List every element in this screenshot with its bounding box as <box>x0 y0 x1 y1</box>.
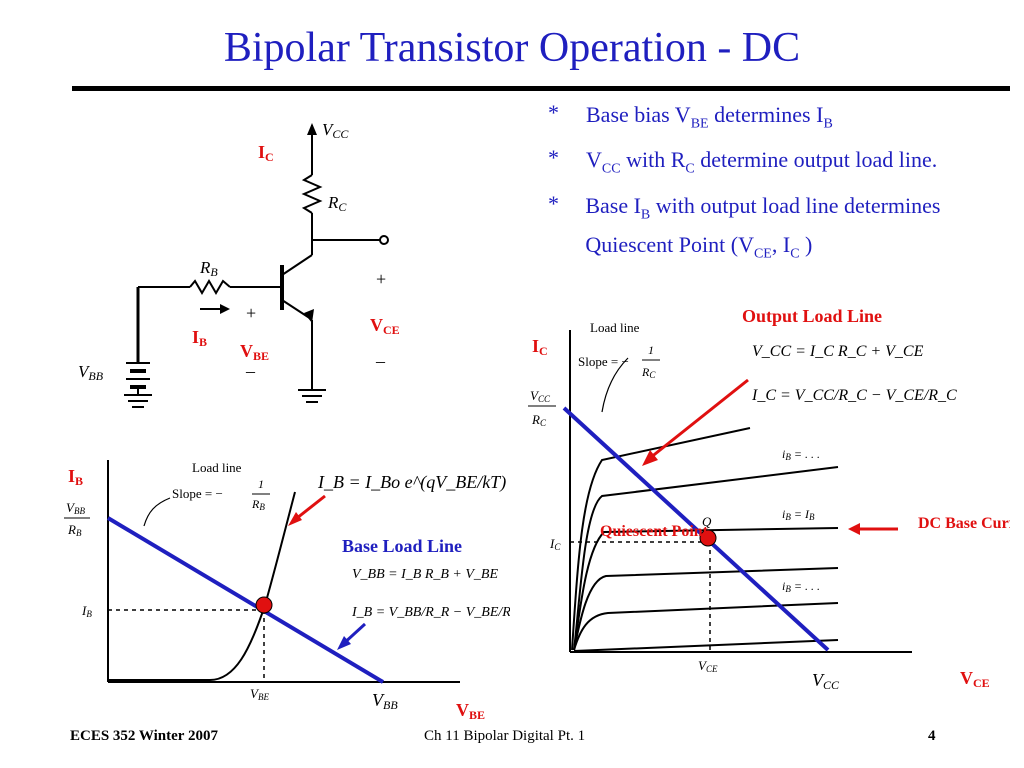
bullet-item: * VCC with RC determine output load line… <box>548 145 978 184</box>
quiescent-point-marker <box>699 529 717 547</box>
bullet-item: * Base IB with output load line determin… <box>548 191 978 270</box>
bullet-marker: * <box>548 190 559 216</box>
ib-tick-label: IB <box>81 603 92 619</box>
rb-label: RB <box>199 258 218 279</box>
curve-label-top: iB = . . . <box>782 447 820 462</box>
curve-5 <box>573 602 839 651</box>
bullet-marker: * <box>548 100 559 125</box>
vce-label: VCE <box>370 315 400 337</box>
slope-pointer <box>143 497 171 527</box>
load-line-note: Load line <box>590 320 640 335</box>
slope-text: Slope = − <box>578 354 629 369</box>
curve-label-bottom: iB = . . . <box>782 579 820 594</box>
title-divider <box>72 86 1010 91</box>
vcc-tick-label: VCC <box>812 670 840 692</box>
slope-num: 1 <box>258 477 264 491</box>
dc-base-current-label: DC Base Current <box>918 515 1010 532</box>
footer-topic: Ch 11 Bipolar Digital Pt. 1 <box>424 728 586 744</box>
chart-x-label: VCE <box>960 668 990 690</box>
output-eq-1: V_CC = I_C R_C + V_CE <box>752 343 924 360</box>
chart-x-label: VBE <box>456 700 485 722</box>
chart-y-label: IC <box>532 336 548 358</box>
base-load-line <box>106 516 385 684</box>
slope-num: 1 <box>648 343 654 357</box>
slope-den: RC <box>641 365 656 380</box>
bullet-marker: * <box>548 145 559 171</box>
curve-4 <box>573 567 839 651</box>
y-intercept-den: RC <box>531 412 547 428</box>
vbe-plus: + <box>246 303 256 323</box>
vce-tick-label: VCE <box>698 658 718 674</box>
load-line-note: Load line <box>192 460 242 475</box>
y-intercept-num: VBB <box>66 500 85 516</box>
bullet-text: Base bias VBE determines IB <box>586 102 833 132</box>
ib-label: IB <box>192 327 207 349</box>
q-label: Q <box>702 514 712 529</box>
base-eq-1: V_BB = I_B R_B + V_BE <box>352 567 498 582</box>
base-eq-2: I_B = V_BB/R_R − V_BE/R_B <box>351 605 510 620</box>
slide-title: Bipolar Transistor Operation - DC <box>223 25 801 71</box>
slope-pointer <box>601 357 629 413</box>
base-load-line-chart: IB VBB RB IB VBE VBB VBE Load line Slope… <box>64 460 510 722</box>
bullet-text: Base IB with output load line determines… <box>585 192 941 262</box>
vbb-tick-label: VBB <box>372 690 398 712</box>
curve-1 <box>571 427 751 651</box>
output-eq-2: I_C = V_CC/R_C − V_CE/R_C <box>751 387 957 404</box>
vcc-label: VCC <box>322 120 349 141</box>
slope-den: RB <box>251 497 265 512</box>
output-load-line <box>562 406 830 652</box>
output-load-line-title: Output Load Line <box>742 306 882 326</box>
curve-6 <box>573 639 839 652</box>
red-arrow-load-line <box>649 378 749 460</box>
base-load-line-title: Base Load Line <box>342 536 462 556</box>
vbe-tick-label: VBE <box>250 686 269 702</box>
vce-minus: – <box>375 351 386 371</box>
y-intercept-den: RB <box>67 522 82 538</box>
ic-label: IC <box>258 142 274 164</box>
bullet-item: * Base bias VBE determines IB <box>548 100 978 139</box>
bullet-list: * Base bias VBE determines IB * VCC with… <box>548 100 978 270</box>
bullet-text: VCC with RC determine output load line. <box>586 147 938 177</box>
vbe-label: VBE <box>240 341 269 363</box>
transistor-circuit: VCC IC RC RB IB VBB + VBE – + VCE – <box>78 120 400 408</box>
vbe-minus: – <box>245 361 256 381</box>
operating-point-marker <box>255 596 273 614</box>
rc-label: RC <box>327 193 347 214</box>
slope-text: Slope = − <box>172 486 223 501</box>
chart-y-label: IB <box>68 466 83 488</box>
quiescent-label: Quiescent Point <box>600 523 709 540</box>
page-number: 4 <box>928 728 936 744</box>
curve-3 <box>573 527 839 651</box>
vbb-label: VBB <box>78 362 104 383</box>
diode-equation: I_B = I_Bo e^(qV_BE/kT) <box>317 472 506 493</box>
diode-curve <box>108 491 296 681</box>
footer-course: ECES 352 Winter 2007 <box>70 728 218 744</box>
output-load-line-chart: IC VCC RC IC VCE VCC VCE Load line Slope… <box>528 306 1010 692</box>
vce-plus: + <box>376 269 386 289</box>
ic-tick-label: IC <box>549 536 561 552</box>
curve-label-mid: iB = IB <box>782 507 815 522</box>
y-intercept-num: VCC <box>530 388 551 404</box>
